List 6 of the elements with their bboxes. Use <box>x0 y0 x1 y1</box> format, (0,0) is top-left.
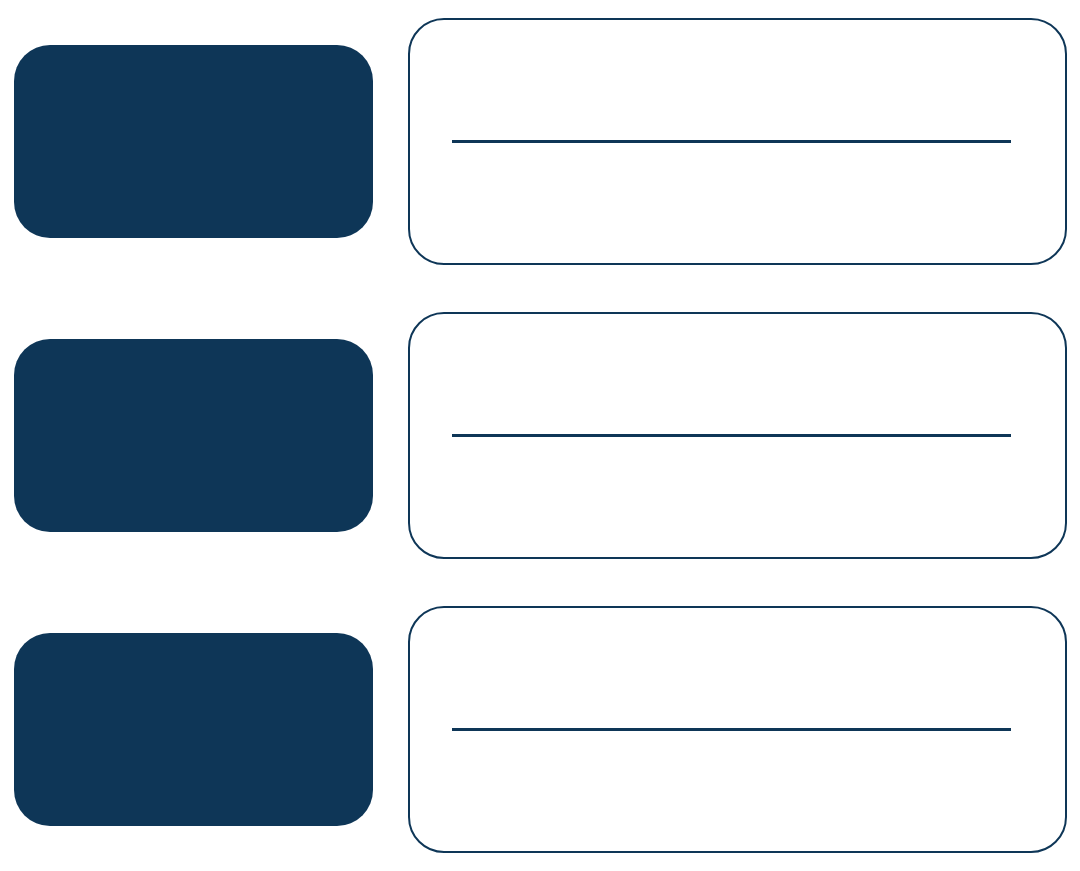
filled-rounded-box <box>14 633 373 826</box>
outlined-rounded-box <box>408 18 1067 265</box>
outlined-rounded-box <box>408 312 1067 559</box>
outlined-rounded-box <box>408 606 1067 853</box>
filled-rounded-box <box>14 339 373 532</box>
filled-rounded-box <box>14 45 373 238</box>
